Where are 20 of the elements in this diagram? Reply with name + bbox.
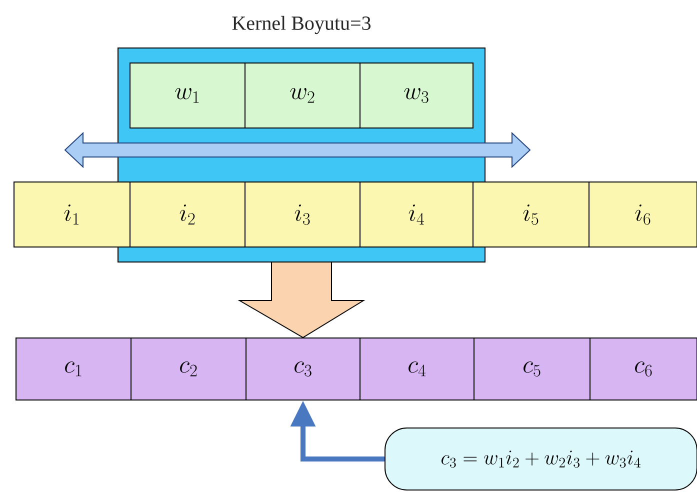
node-label: $c_6$: [635, 362, 652, 376]
weight-cell: $w_2$: [244, 62, 360, 128]
block-arrow: [238, 262, 366, 338]
input-cell: $i_5$: [472, 182, 590, 248]
node-label: $i_6$: [635, 204, 650, 225]
formula-bubble: $c_3 = w_1 i_2 + w_2 i_3 + w_3 i_4$: [384, 428, 697, 490]
input-cell: $i_1$: [14, 182, 130, 248]
output-cell: $c_6$: [590, 338, 697, 400]
output-cell: $c_2$: [130, 338, 246, 400]
input-cell: $i_2$: [130, 182, 246, 248]
input-cell: $i_6$: [588, 182, 697, 248]
heading: Kernel Boyutu=3: [232, 16, 371, 34]
output-cell: $c_5$: [474, 338, 590, 400]
weight-cell: $w_1$: [130, 62, 246, 128]
weight-cell: $w_3$: [360, 62, 474, 128]
output-cell: $c_1$: [16, 338, 132, 400]
output-cell: $c_4$: [360, 338, 474, 400]
output-cell: $c_3$: [246, 338, 360, 400]
input-cell: $i_3$: [244, 182, 360, 248]
input-cell: $i_4$: [360, 182, 474, 248]
